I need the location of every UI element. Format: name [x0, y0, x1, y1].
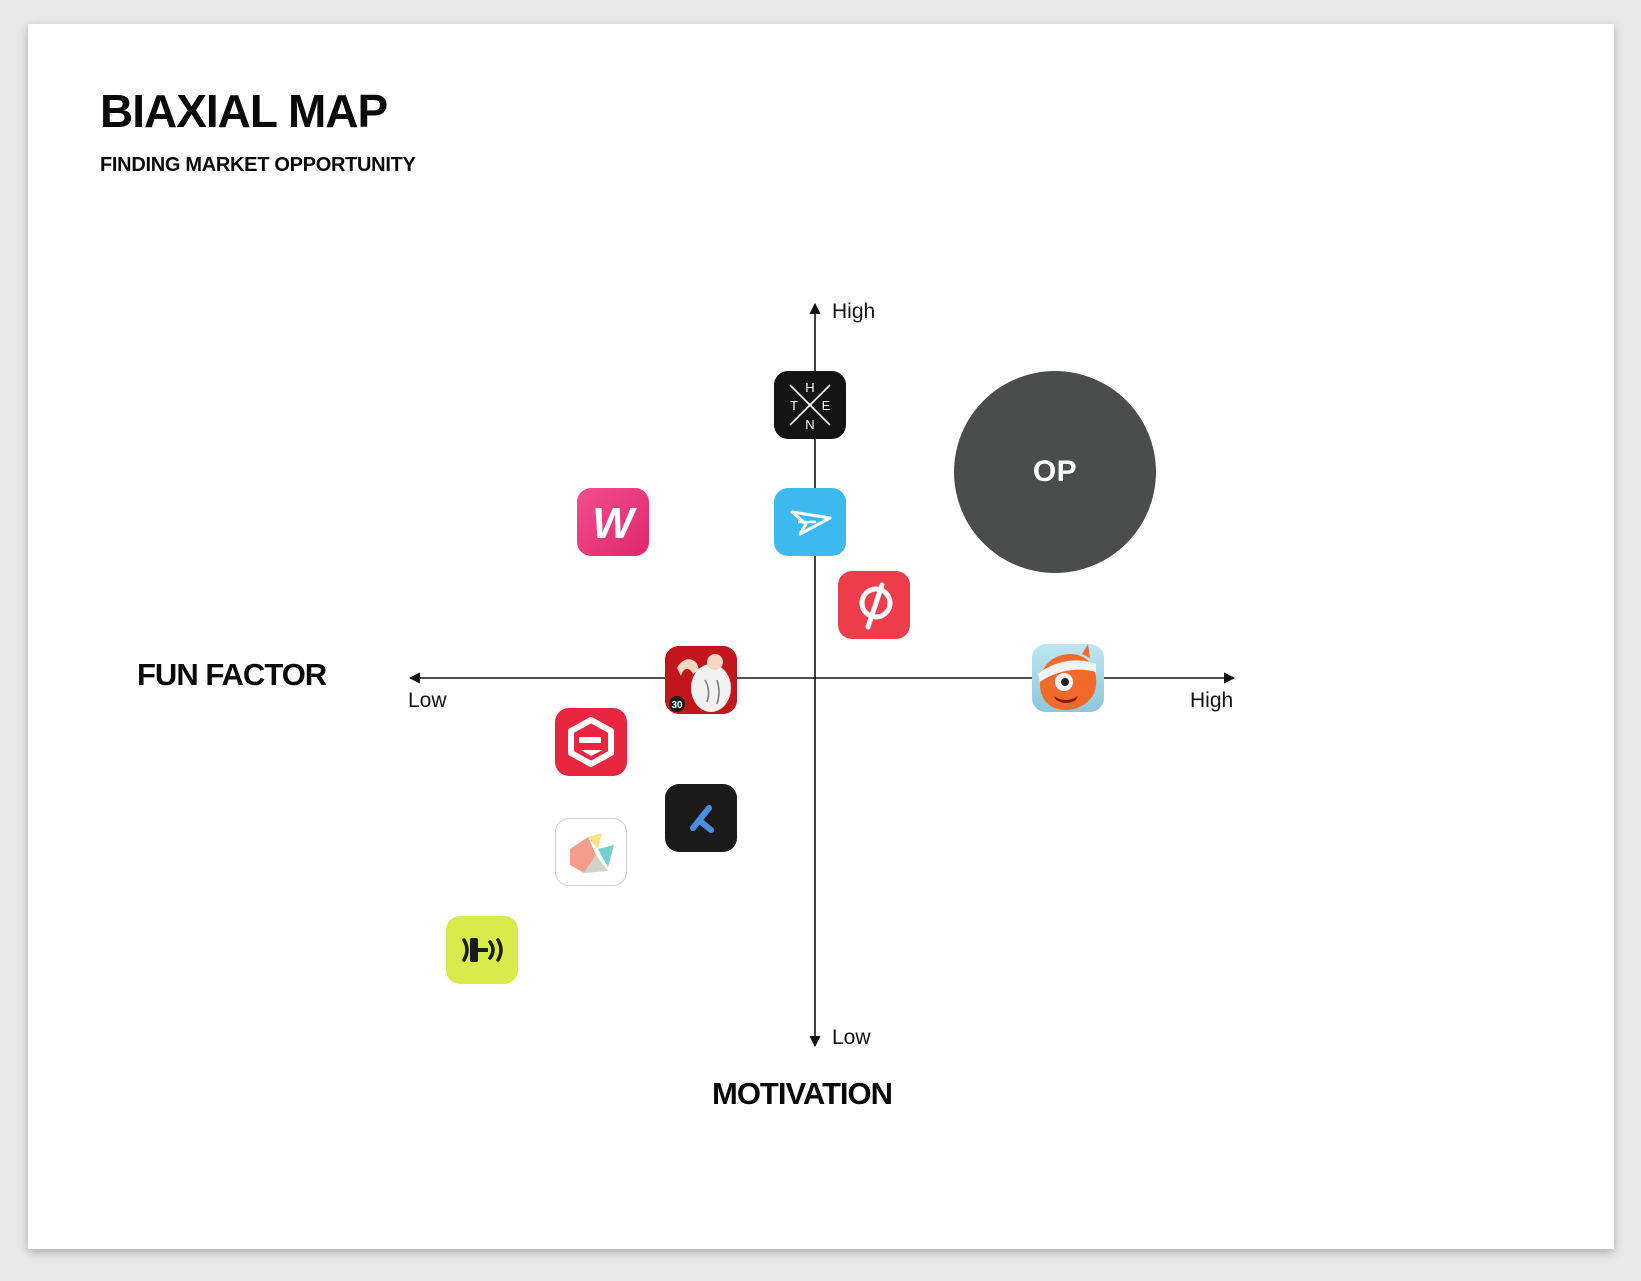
app-monster[interactable] [1032, 644, 1104, 712]
then-letter-n: N [805, 417, 814, 432]
hexagon-f-icon [568, 717, 614, 767]
muscle-man-icon: 30 [665, 646, 737, 714]
then-letter-t: T [790, 398, 798, 413]
horizontal-high-label: High [1190, 689, 1234, 712]
map-card [28, 24, 1614, 1249]
svg-text:W: W [592, 499, 637, 548]
app-home-workout[interactable]: 30 [665, 646, 737, 714]
opportunity-circle: OP [954, 371, 1156, 573]
then-letter-e: E [822, 398, 831, 413]
vertical-low-label: Low [832, 1026, 871, 1049]
app-sworkit[interactable] [774, 488, 846, 556]
home-workout-badge: 30 [671, 700, 683, 711]
dumbbell-icon [462, 938, 503, 962]
w-letter-icon: W [592, 499, 637, 548]
colored-shapes-icon [570, 833, 614, 873]
opportunity-label: OP [1032, 455, 1078, 488]
app-runtastic[interactable] [665, 784, 737, 852]
page-subtitle: FINDING MARKET OPPORTUNITY [100, 154, 416, 176]
then-letters-icon: H T E N [789, 380, 831, 432]
vertical-axis-name: MOTIVATION [712, 1076, 893, 1111]
vertical-high-label: High [832, 300, 876, 323]
paper-plane-icon [790, 510, 832, 536]
app-then[interactable]: H T E N [774, 371, 846, 439]
app-fitbod[interactable] [555, 708, 627, 776]
app-dumbbell[interactable] [446, 916, 518, 984]
horizontal-low-label: Low [408, 689, 447, 712]
slash-mark-icon [690, 805, 714, 833]
app-workout-w[interactable]: W [577, 488, 649, 556]
then-letter-h: H [805, 380, 814, 395]
horizontal-axis-name: FUN FACTOR [137, 657, 327, 692]
app-peloton[interactable] [838, 571, 910, 639]
peloton-p-icon [859, 582, 893, 630]
page-title: BIAXIAL MAP [100, 85, 388, 137]
app-shapes[interactable] [555, 818, 627, 886]
orange-monster-icon [1038, 644, 1097, 710]
